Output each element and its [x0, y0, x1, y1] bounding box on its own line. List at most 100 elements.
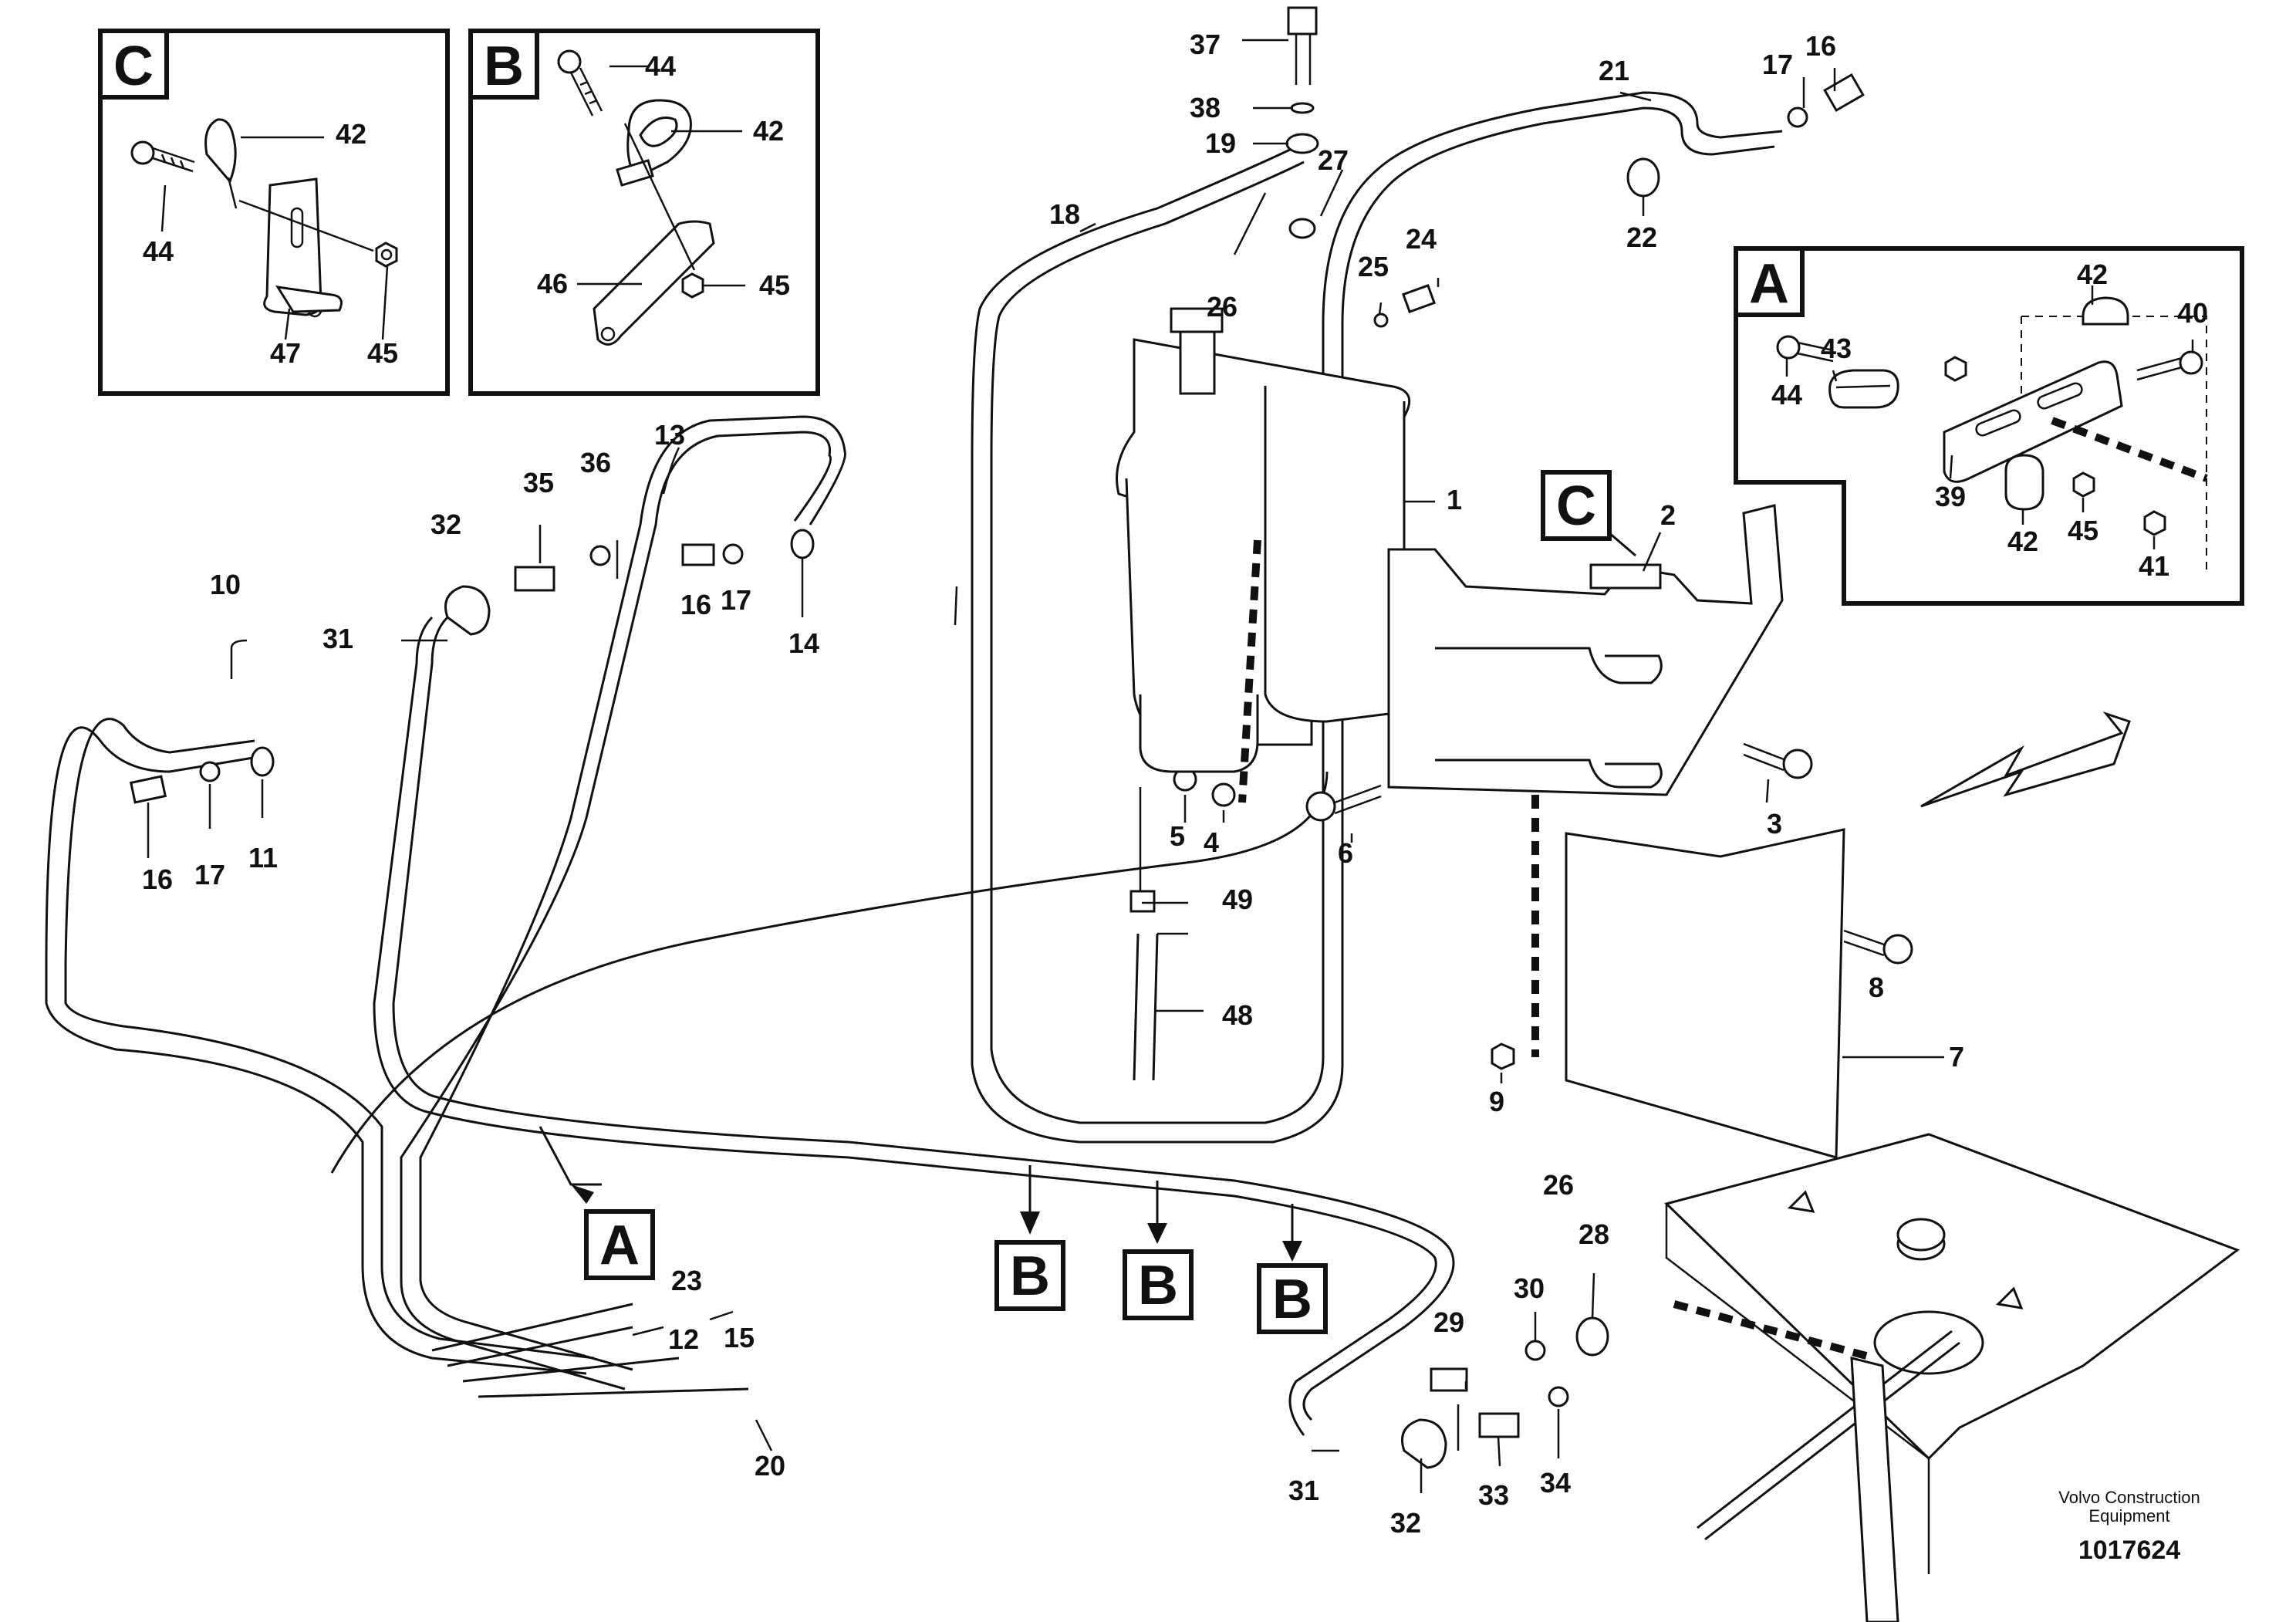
callout-31-bottom: 31 — [1288, 1475, 1319, 1506]
detail-b-panel: B 44 42 46 45 — [468, 29, 820, 396]
detail-b-label-46: 46 — [537, 268, 568, 299]
bracket-tab-icon — [1589, 563, 1662, 590]
fuel-tank-top-icon — [1664, 1133, 2240, 1461]
detail-c-label-44: 44 — [143, 235, 174, 267]
tank-triangle-marker-2-icon — [1995, 1286, 2024, 1309]
detail-a-washer-icon — [1944, 356, 1967, 382]
detail-c-badge — [98, 29, 169, 100]
callout-17-top: 17 — [1762, 49, 1793, 80]
bolt-8-shank-icon — [1843, 929, 1885, 957]
company-name-line-2: Equipment — [2088, 1506, 2169, 1526]
banjo-fitting-11-icon — [250, 746, 275, 777]
mounting-bracket-2 — [1387, 504, 1784, 796]
callout-26-bottom: 26 — [1543, 1169, 1574, 1201]
callout-2: 2 — [1660, 499, 1676, 531]
callout-6: 6 — [1338, 837, 1353, 869]
callout-3: 3 — [1767, 808, 1782, 840]
callout-23: 23 — [671, 1265, 702, 1296]
clip-49-icon — [1129, 890, 1156, 913]
callout-16-top: 16 — [1805, 30, 1836, 62]
main-callouts: 1 2 3 4 5 6 7 8 9 10 11 12 13 14 15 16 1… — [142, 29, 1964, 1539]
detail-a-panel: A — [1734, 246, 2244, 606]
detail-a-bracket-icon — [1943, 360, 2123, 483]
callout-16-left: 16 — [142, 863, 173, 895]
document-id: 1017624 — [2078, 1536, 2180, 1565]
view-marker-b2-text: B — [1138, 1255, 1178, 1316]
callout-11: 11 — [248, 842, 278, 874]
detail-b-leader-lines — [577, 65, 745, 287]
elbow-32b-icon — [1401, 1418, 1447, 1469]
callout-49: 49 — [1222, 884, 1253, 915]
callout-34: 34 — [1540, 1467, 1571, 1499]
washer-34-icon — [1548, 1386, 1569, 1407]
callout-5: 5 — [1170, 820, 1185, 852]
filter-head-cap-icon — [1170, 307, 1224, 333]
callout-48: 48 — [1222, 999, 1253, 1031]
banjo-19-icon — [1285, 133, 1319, 154]
detail-c-leader-lines — [160, 136, 389, 340]
washer-38-icon — [1290, 102, 1315, 114]
washer-30-icon — [1524, 1340, 1546, 1361]
banjo-22-icon — [1626, 157, 1660, 198]
banjo-bolt-16-icon — [129, 775, 167, 804]
callout-19: 19 — [1205, 127, 1236, 159]
callout-33: 33 — [1478, 1479, 1509, 1511]
callout-12: 12 — [668, 1323, 699, 1355]
fuel-tank — [1664, 1133, 2240, 1622]
fittings — [129, 6, 1913, 1469]
detail-c-nut-icon — [375, 242, 398, 268]
view-marker-c-text: C — [1556, 475, 1596, 537]
detail-a-leader-lines — [1785, 286, 2194, 549]
detail-a-label-43: 43 — [1821, 333, 1852, 364]
callout-17-left: 17 — [194, 859, 225, 890]
view-marker-b-1: B — [994, 1165, 1065, 1311]
detail-a-bolt-left-icon — [1776, 335, 1834, 363]
bolt-8-head-icon — [1882, 934, 1913, 965]
detail-a-label-42-bottom: 42 — [2007, 525, 2038, 557]
callout-16-middle: 16 — [680, 589, 711, 620]
tank-sender-flange-icon — [1873, 1310, 1984, 1375]
callout-37: 37 — [1190, 29, 1221, 60]
filter-bowl-right-icon — [1264, 386, 1406, 723]
detail-a-label-45: 45 — [2068, 515, 2098, 546]
company-name-line-1: Volvo Construction — [2058, 1488, 2200, 1507]
detail-a-label-39: 39 — [1935, 481, 1966, 512]
callout-15: 15 — [724, 1322, 755, 1353]
plug-24-icon — [1401, 283, 1437, 314]
detail-a-label-42-top: 42 — [2077, 259, 2108, 290]
washer-4-icon — [1211, 782, 1236, 807]
tank-sender-tube-icon — [1697, 1330, 1960, 1541]
detail-b-label-44: 44 — [645, 50, 676, 82]
callout-28: 28 — [1578, 1218, 1609, 1250]
detail-a-label-44: 44 — [1771, 379, 1802, 411]
callout-4: 4 — [1204, 826, 1219, 858]
tank-triangle-marker-1-icon — [1787, 1190, 1815, 1213]
detail-b-label-42: 42 — [753, 115, 784, 147]
detail-a-clamp-icon — [1828, 369, 1899, 409]
detail-c-panel: C 42 44 47 45 — [98, 29, 450, 396]
view-marker-b-2: B — [1123, 1181, 1194, 1320]
callout-27: 27 — [1318, 144, 1349, 176]
callout-13: 13 — [654, 419, 685, 451]
callout-30: 30 — [1514, 1272, 1545, 1304]
callout-25: 25 — [1358, 251, 1389, 282]
detail-a-bolt-right-icon — [2136, 350, 2203, 381]
callout-26-top: 26 — [1207, 291, 1237, 323]
detail-c-bolt-icon — [130, 140, 195, 173]
callout-17-middle: 17 — [721, 584, 751, 616]
washer-36-icon — [589, 545, 611, 566]
detail-c-bracket-icon — [263, 177, 343, 318]
bolt-6-shank-icon — [1334, 784, 1382, 815]
callout-32-top: 32 — [430, 509, 461, 540]
detail-b-clamp-icon — [616, 99, 692, 187]
water-separator-bowl-icon — [1139, 694, 1259, 773]
banjo-bolt-16c-icon — [1823, 73, 1865, 113]
washer-17b-icon — [722, 543, 744, 565]
tank-bracket-icon — [1850, 1357, 1899, 1622]
bolt-3-shank-icon — [1743, 742, 1784, 772]
view-marker-b-3: B — [1257, 1204, 1328, 1334]
detail-a-clamp-bottom-icon — [2004, 454, 2044, 511]
banjo-bolt-16b-icon — [681, 543, 715, 566]
nut-9-icon — [1491, 1042, 1515, 1070]
filter-head-valve-icon — [1179, 323, 1216, 395]
